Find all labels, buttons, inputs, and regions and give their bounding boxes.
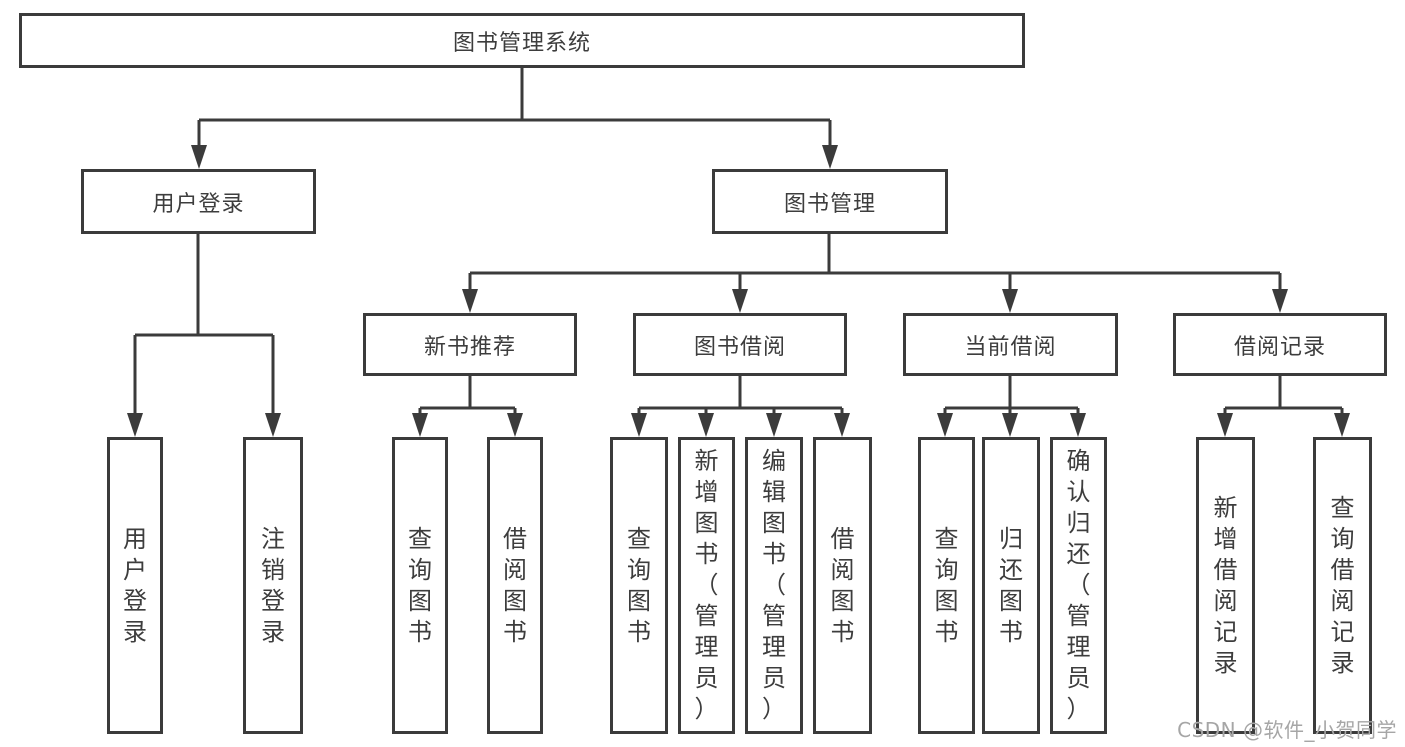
leaf-borrow-edit-books-admin-label: 编辑图书（管理员） [762,447,786,723]
node-book-borrow-label: 图书借阅 [693,334,786,360]
leaf-borrow-edit-books-admin: 编辑图书（管理员） [745,437,803,734]
leaf-borrow-borrow-books-label: 借阅图书 [830,524,855,646]
leaf-current-confirm-return-admin: 确认归还（管理员） [1050,437,1107,734]
leaf-current-query-books: 查询图书 [918,437,975,734]
leaf-borrow-add-books-admin-label: 新增图书（管理员） [694,447,719,723]
leaf-record-query-borrow-record-label: 查询借阅记录 [1330,493,1355,677]
node-current-borrow: 当前借阅 [903,313,1118,376]
leaf-user-login-label: 用户登录 [123,524,147,646]
node-new-book-recommend: 新书推荐 [363,313,577,376]
leaf-record-add-borrow-record: 新增借阅记录 [1196,437,1255,734]
leaf-current-query-books-label: 查询图书 [934,524,959,646]
leaf-current-confirm-return-admin-label: 确认归还（管理员） [1066,447,1091,723]
node-new-book-recommend-label: 新书推荐 [423,334,516,360]
leaf-current-return-books-label: 归还图书 [999,524,1023,646]
node-book-management-label: 图书管理 [783,191,876,217]
leaf-logout-label: 注销登录 [261,524,285,646]
node-user-login-label: 用户登录 [152,191,245,217]
leaf-newbook-query-books: 查询图书 [392,437,448,734]
leaf-borrow-query-books: 查询图书 [610,437,668,734]
node-borrow-record-label: 借阅记录 [1233,334,1326,360]
leaf-newbook-query-books-label: 查询图书 [408,524,432,646]
leaf-record-query-borrow-record: 查询借阅记录 [1313,437,1372,734]
leaf-user-login: 用户登录 [107,437,163,734]
leaf-newbook-borrow-books-label: 借阅图书 [503,524,527,646]
leaf-current-return-books: 归还图书 [982,437,1040,734]
leaf-borrow-query-books-label: 查询图书 [627,524,651,646]
node-book-borrow: 图书借阅 [633,313,847,376]
node-user-login: 用户登录 [81,169,316,234]
csdn-watermark: CSDN @软件_小贺同学 [1177,718,1397,742]
leaf-borrow-add-books-admin: 新增图书（管理员） [678,437,735,734]
leaf-newbook-borrow-books: 借阅图书 [487,437,543,734]
node-current-borrow-label: 当前借阅 [964,334,1057,360]
node-root-label: 图书管理系统 [452,30,591,56]
leaf-borrow-borrow-books: 借阅图书 [813,437,872,734]
node-root-system: 图书管理系统 [19,13,1025,68]
leaf-logout: 注销登录 [243,437,303,734]
leaf-record-add-borrow-record-label: 新增借阅记录 [1213,493,1238,677]
node-book-management: 图书管理 [712,169,948,234]
node-borrow-record: 借阅记录 [1173,313,1387,376]
